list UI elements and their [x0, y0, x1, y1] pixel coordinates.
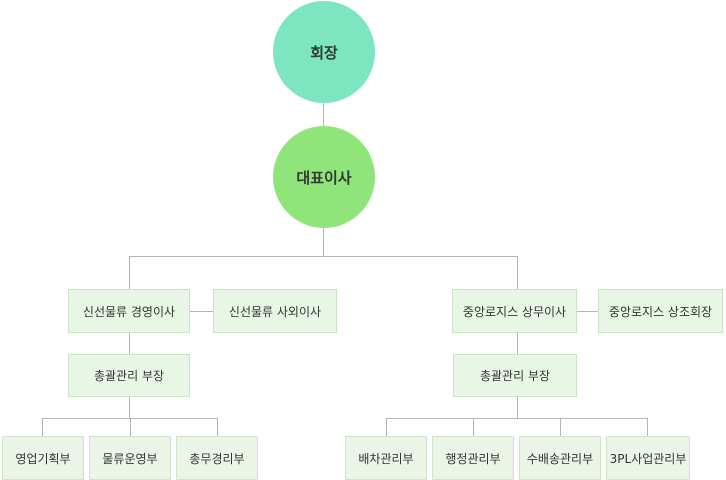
left-director-label: 신선물류 경영이사: [82, 304, 176, 319]
left-director-box: 신선물류 경영이사: [68, 289, 190, 333]
left-dept-label: 총무경리부: [189, 451, 245, 466]
right-dept-label: 행정관리부: [445, 451, 501, 466]
left-gm-box: 총괄관리 부장: [68, 354, 190, 397]
left-dept-box: 물류운영부: [89, 436, 171, 480]
left-outside-director-box: 신선물류 사외이사: [213, 289, 337, 333]
chairman-node: 회장: [273, 1, 375, 103]
right-dept-label: 수배송관리부: [526, 451, 594, 466]
right-dept-box: 3PL사업관리부: [606, 436, 690, 480]
left-outside-director-label: 신선물류 사외이사: [228, 304, 322, 319]
right-advisor-label: 중앙로지스 상조회장: [608, 304, 713, 319]
right-director-label: 중앙로지스 상무이사: [462, 304, 567, 319]
left-dept-box: 영업기획부: [2, 436, 84, 480]
left-dept-box: 총무경리부: [176, 436, 258, 480]
right-dept-box: 행정관리부: [432, 436, 514, 480]
left-dept-label: 영업기획부: [15, 451, 71, 466]
ceo-node: 대표이사: [273, 126, 375, 228]
right-dept-box: 배차관리부: [345, 436, 427, 480]
right-advisor-box: 중앙로지스 상조회장: [598, 289, 723, 333]
right-gm-box: 총괄관리 부장: [453, 354, 577, 397]
left-gm-label: 총괄관리 부장: [93, 369, 165, 383]
right-director-box: 중앙로지스 상무이사: [452, 289, 577, 333]
chairman-label: 회장: [310, 43, 338, 62]
right-gm-label: 총괄관리 부장: [479, 369, 551, 383]
right-dept-label: 3PL사업관리부: [609, 451, 687, 466]
left-dept-label: 물류운영부: [102, 451, 158, 466]
right-dept-box: 수배송관리부: [519, 436, 601, 480]
right-dept-label: 배차관리부: [358, 451, 414, 466]
ceo-label: 대표이사: [296, 168, 352, 187]
